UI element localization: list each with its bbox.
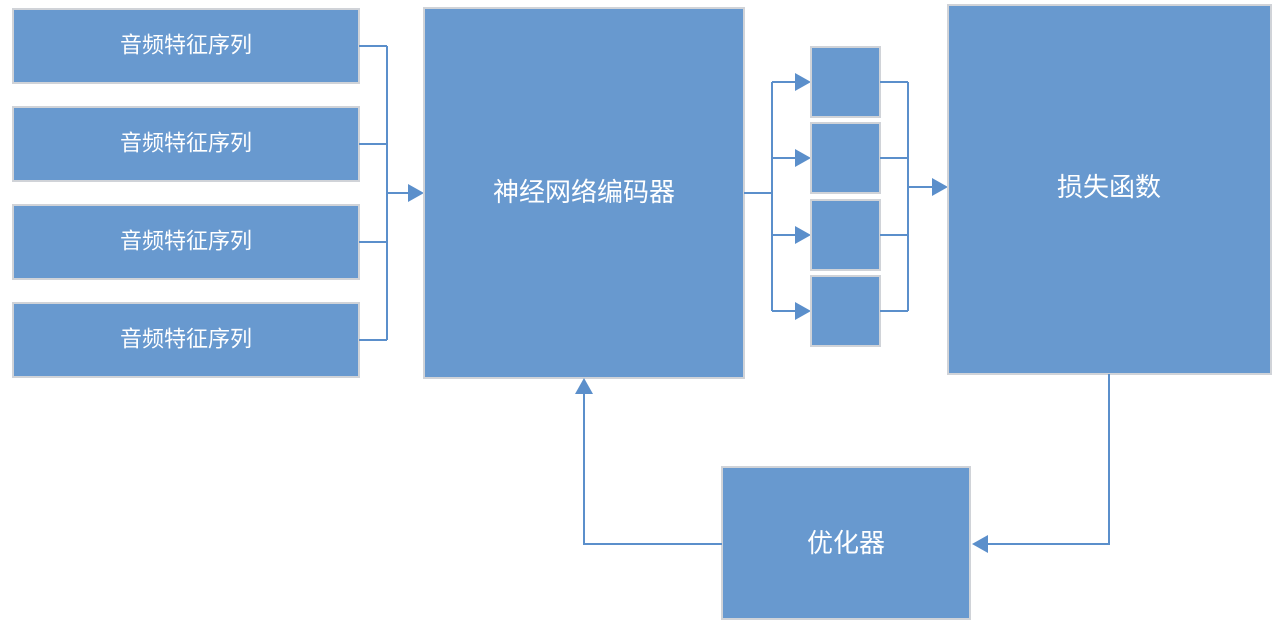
input-sequence-label-2: 音频特征序列 <box>120 132 252 157</box>
optimizer-label: 优化器 <box>807 529 885 559</box>
input-sequence-box-3: 音频特征序列 <box>12 204 360 280</box>
encoder-input-arrowhead <box>408 184 424 202</box>
inputs-to-encoder-connector <box>359 45 424 341</box>
loss-to-optimizer-connector <box>972 374 1110 553</box>
embedding-block-2 <box>810 122 881 194</box>
embedding-block-4 <box>810 275 881 347</box>
encoder-to-embeddings-connector <box>744 73 811 320</box>
loss-input-arrowhead <box>932 178 948 196</box>
optimizer-input-arrowhead <box>972 535 988 553</box>
encoder-label: 神经网络编码器 <box>493 178 675 208</box>
optimizer-to-encoder-connector <box>575 378 722 545</box>
neural-encoder-box: 神经网络编码器 <box>423 7 745 379</box>
input-sequence-box-1: 音频特征序列 <box>12 8 360 84</box>
input-sequence-label-1: 音频特征序列 <box>120 34 252 59</box>
input-sequence-box-4: 音频特征序列 <box>12 302 360 378</box>
embeddings-to-loss-connector <box>880 81 948 312</box>
loss-function-label: 损失函数 <box>1057 173 1161 203</box>
input-sequence-label-3: 音频特征序列 <box>120 230 252 255</box>
embedding-block-1 <box>810 46 881 118</box>
embedding-block-3 <box>810 199 881 271</box>
loss-function-box: 损失函数 <box>947 4 1272 375</box>
input-sequence-box-2: 音频特征序列 <box>12 106 360 182</box>
optimizer-box: 优化器 <box>721 466 971 620</box>
input-sequence-label-4: 音频特征序列 <box>120 328 252 353</box>
encoder-feedback-arrowhead <box>575 378 593 394</box>
